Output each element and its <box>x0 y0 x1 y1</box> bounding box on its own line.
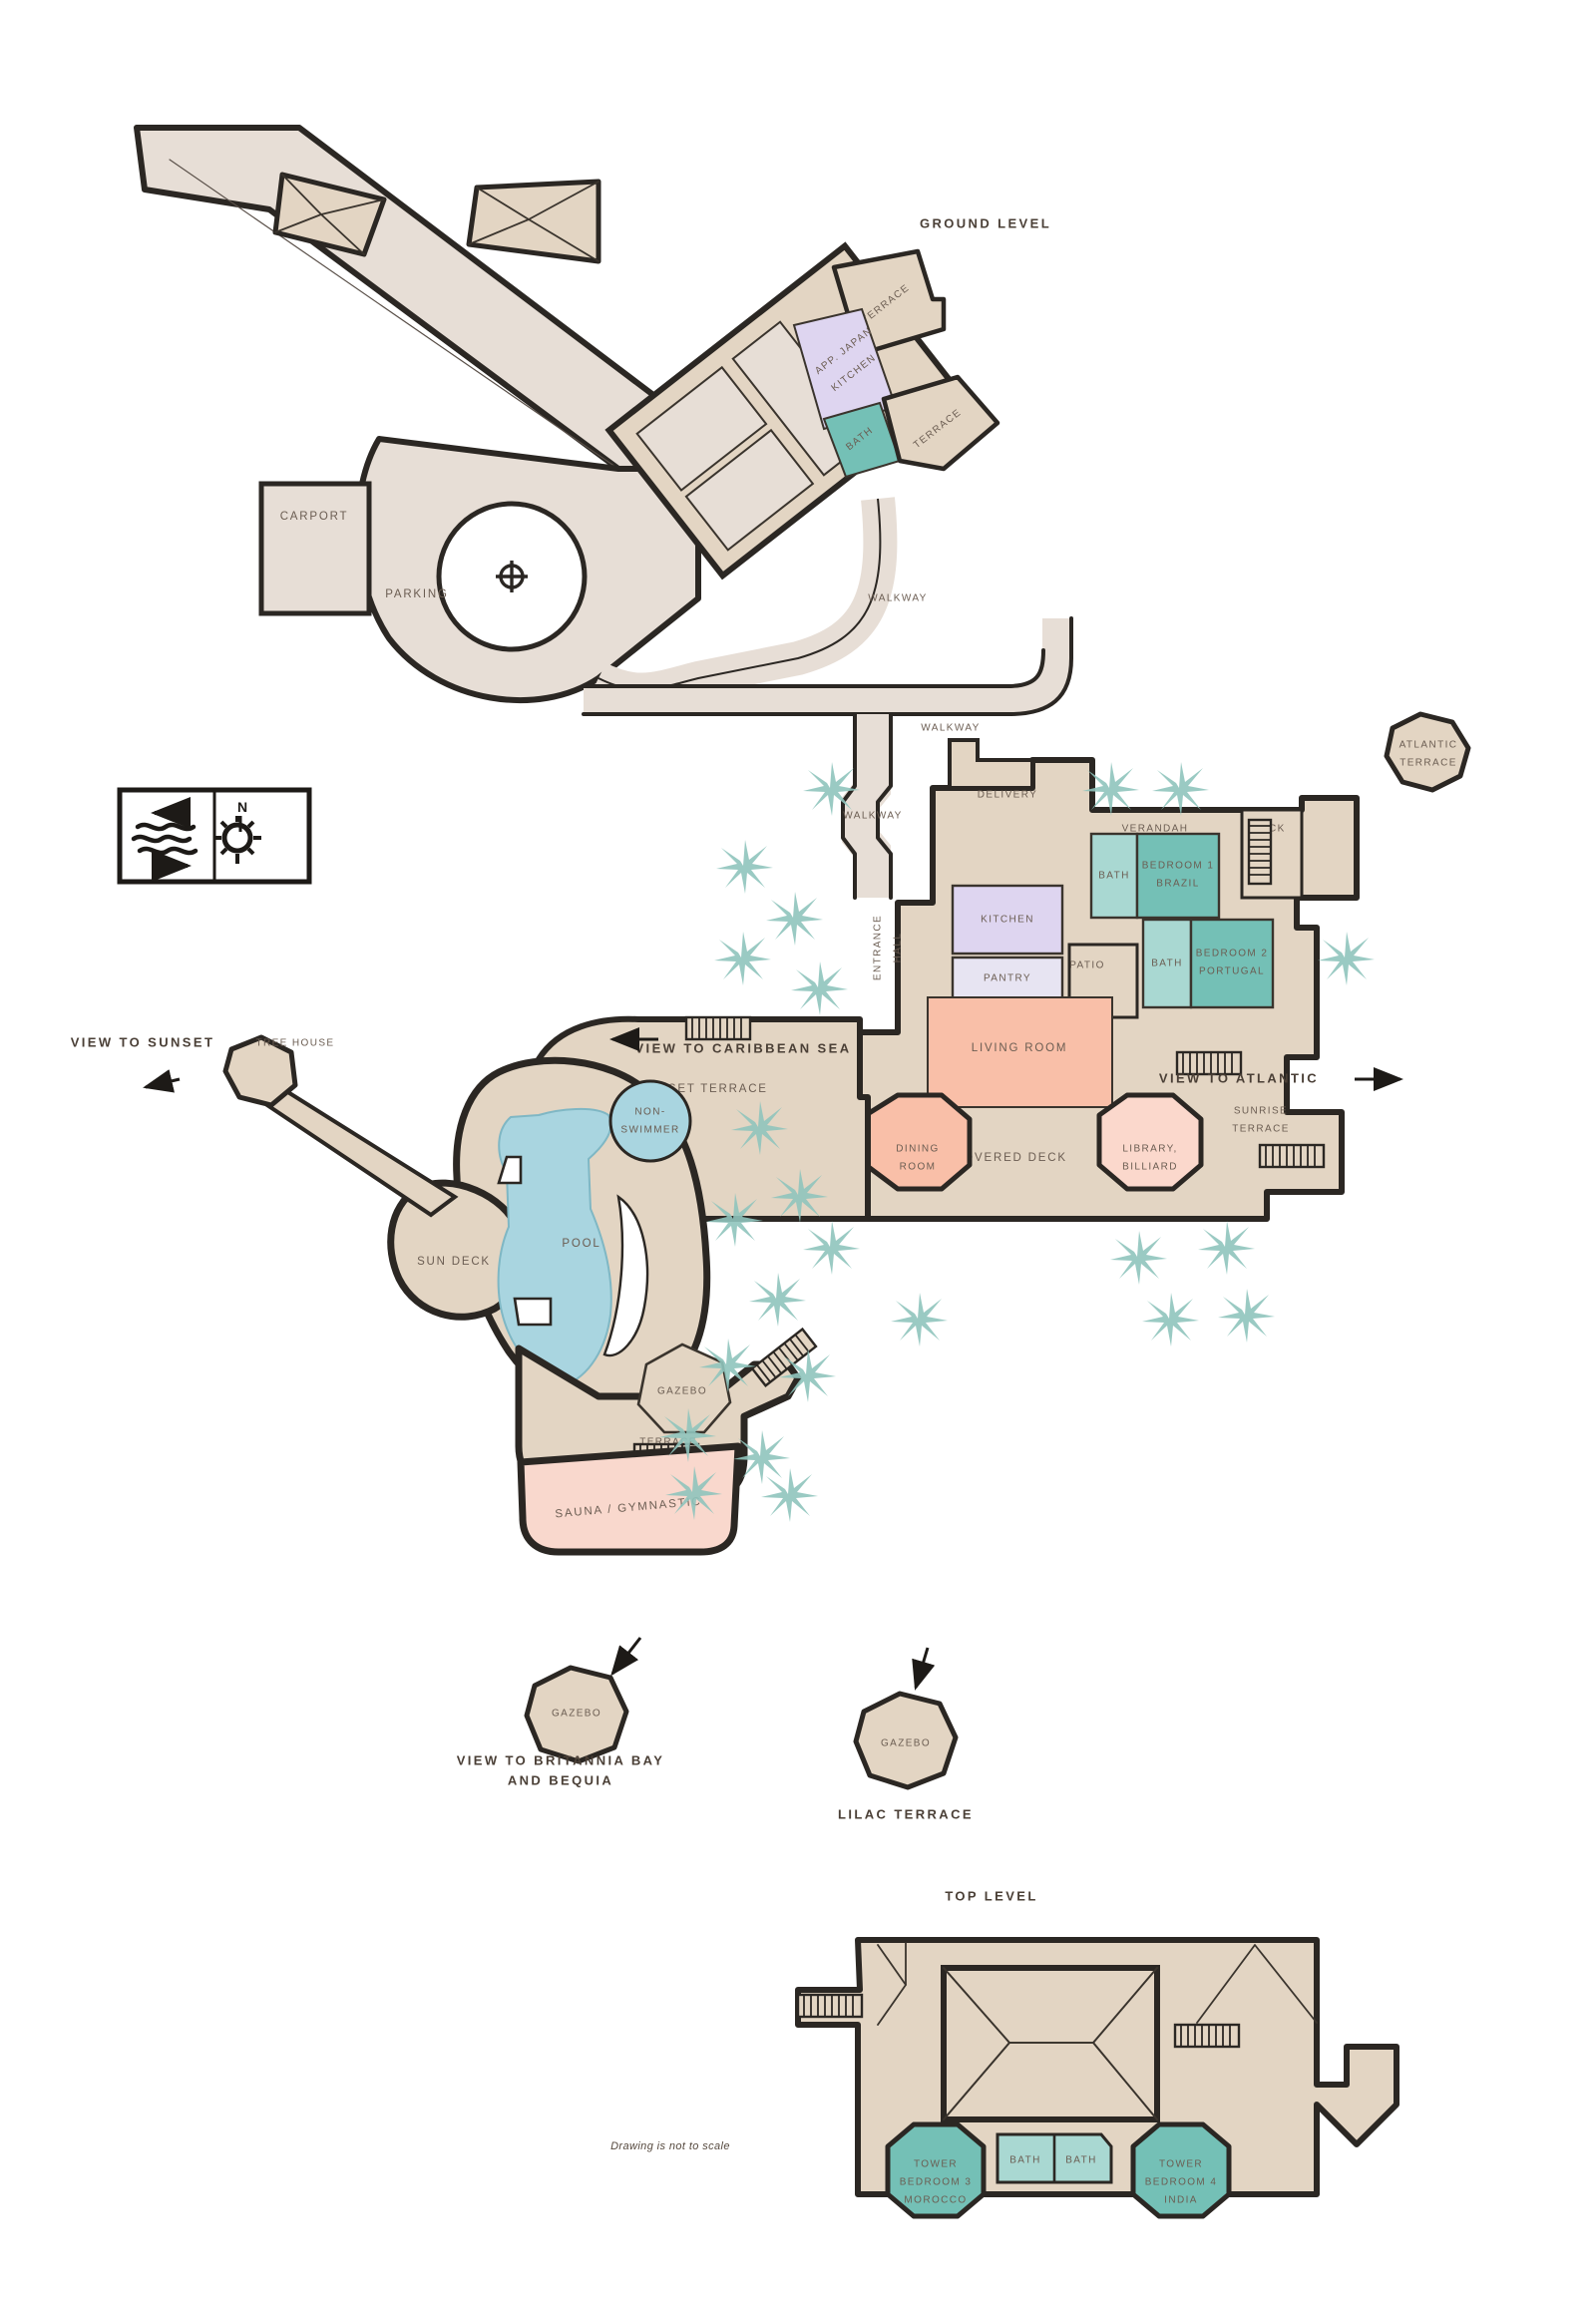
gazebo-lilac-shape <box>853 1691 959 1790</box>
sauna-gymnastic-room <box>517 1442 742 1556</box>
annotation-view-to-caribbean: VIEW TO CARIBBEAN SEA <box>634 1040 851 1055</box>
compass-legend-box: N <box>117 787 312 885</box>
room-label-library-a: LIBRARY, <box>1122 1144 1177 1155</box>
room-label-non-swimmer-a: NON- <box>634 1107 665 1118</box>
room-label-bath-2: BATH <box>1151 959 1183 969</box>
view-to-sunset-annotation: VIEW TO SUNSET <box>71 1034 215 1093</box>
sunset-terrace-stairs-icon <box>684 1015 752 1041</box>
room-label-pool: POOL <box>562 1238 600 1250</box>
room-label-gazebo-lilac: GAZEBO <box>881 1738 931 1749</box>
room-label-tower-4-c: INDIA <box>1164 2195 1198 2206</box>
room-label-tower-4-b: BEDROOM 4 <box>1145 2177 1218 2188</box>
walkway-main-horizontal <box>582 616 1073 716</box>
carport-block <box>258 481 372 616</box>
compass-north-label: N <box>237 799 247 815</box>
room-label-gazebo-pool: GAZEBO <box>657 1386 707 1397</box>
drawing-footnote: Drawing is not to scale <box>610 2140 730 2152</box>
room-label-non-swimmer-b: SWIMMER <box>620 1125 679 1136</box>
tower-bedroom-4-room <box>1130 2121 1232 2219</box>
room-label-bedroom-2-a: BEDROOM 2 <box>1196 949 1269 960</box>
room-label-atlantic-a: ATLANTIC <box>1399 740 1458 751</box>
walkway-label-main: WALKWAY <box>921 723 980 734</box>
top-level-heading: TOP LEVEL <box>945 1888 1037 1903</box>
pavilion-roof-a <box>272 172 387 257</box>
room-label-library-b: BILLIARD <box>1122 1162 1178 1173</box>
walkway-entrance-spur <box>841 712 893 900</box>
wind-waves-icon <box>131 797 199 882</box>
dining-room-room <box>863 1092 973 1192</box>
view-to-caribbean-annotation: VIEW TO CARIBBEAN SEA <box>609 1027 851 1055</box>
room-label-tree-house: TREE HOUSE <box>255 1038 334 1049</box>
room-label-bedroom-2-b: PORTUGAL <box>1199 966 1265 977</box>
sun-north-icon: N <box>215 799 261 864</box>
room-label-bedroom-1-b: BRAZIL <box>1156 879 1199 890</box>
driveway-arm <box>134 125 701 472</box>
room-label-living-room: LIVING ROOM <box>972 1042 1067 1054</box>
tree-house-arm <box>222 1034 459 1218</box>
room-label-tower-3-b: BEDROOM 3 <box>900 2177 973 2188</box>
room-label-parking: PARKING <box>385 588 449 600</box>
walkway-label-north: WALKWAY <box>868 593 927 604</box>
room-label-carport: CARPORT <box>280 511 349 523</box>
room-label-tower-3-a: TOWER <box>914 2159 958 2170</box>
room-label-bath-1: BATH <box>1098 871 1130 882</box>
room-label-sun-deck: SUN DECK <box>417 1256 491 1268</box>
room-label-pantry: PANTRY <box>984 973 1031 984</box>
top-baths <box>996 2132 1113 2184</box>
room-label-entrance-hall-2: HALL <box>893 933 904 963</box>
annotation-lilac-terrace: LILAC TERRACE <box>838 1806 974 1821</box>
room-label-bedroom-1-a: BEDROOM 1 <box>1142 861 1215 872</box>
room-label-atlantic-b: TERRACE <box>1399 758 1457 769</box>
room-label-patio: PATIO <box>1069 960 1105 971</box>
pavilion-roof-b <box>466 179 601 264</box>
kitchen-room <box>951 884 1064 956</box>
atlantic-terrace-room <box>1384 711 1471 793</box>
annotation-view-britannia-b: AND BEQUIA <box>508 1772 613 1787</box>
room-label-delivery: DELIVERY <box>978 790 1037 801</box>
non-swimmer-pool <box>608 1079 692 1163</box>
bedroom-2-portugal-room <box>1189 918 1275 1009</box>
bath-2-room <box>1141 918 1193 1009</box>
room-label-verandah: VERANDAH <box>1122 824 1189 835</box>
room-label-covered-deck: COVERED DECK <box>954 1152 1067 1164</box>
tower-bedroom-3-room <box>885 2121 987 2219</box>
room-label-tower-4-a: TOWER <box>1159 2159 1203 2170</box>
room-label-tower-3-c: MOROCCO <box>904 2195 967 2206</box>
room-label-entrance-hall-1: ENTRANCE <box>873 915 884 980</box>
sunrise-stairs-icon <box>1258 1143 1326 1169</box>
gazebo-britannia-shape <box>524 1665 629 1764</box>
room-label-sunrise-a: SUNRISE <box>1234 1106 1288 1117</box>
room-label-gazebo-britannia: GAZEBO <box>552 1709 601 1720</box>
terrace-ne-lower <box>881 374 1000 472</box>
parking-area <box>354 436 701 704</box>
bedroom-1-brazil-room <box>1135 832 1221 920</box>
annotation-view-to-atlantic: VIEW TO ATLANTIC <box>1159 1070 1319 1085</box>
room-label-kitchen: KITCHEN <box>981 915 1034 926</box>
annotation-view-to-sunset: VIEW TO SUNSET <box>71 1034 215 1049</box>
ground-level-heading: GROUND LEVEL <box>920 215 1051 230</box>
delivery-room <box>933 738 1034 790</box>
view-to-atlantic-annotation: VIEW TO ATLANTIC <box>1159 1067 1403 1091</box>
walkway-label-spur: WALKWAY <box>843 811 902 822</box>
room-label-terrace-pool: TERRACE <box>639 1437 697 1448</box>
room-label-dining-b: ROOM <box>900 1162 937 1173</box>
room-label-bath-3: BATH <box>1009 2155 1041 2166</box>
annotation-view-britannia-a: VIEW TO BRITANNIA BAY <box>457 1752 665 1767</box>
room-label-sunrise-b: TERRACE <box>1232 1124 1290 1135</box>
deck-stairs-icon <box>1247 818 1273 886</box>
library-billiard-room <box>1096 1092 1204 1192</box>
living-room-room <box>927 996 1113 1108</box>
room-label-bath-4: BATH <box>1065 2155 1097 2166</box>
room-label-dining-a: DINING <box>896 1144 939 1155</box>
